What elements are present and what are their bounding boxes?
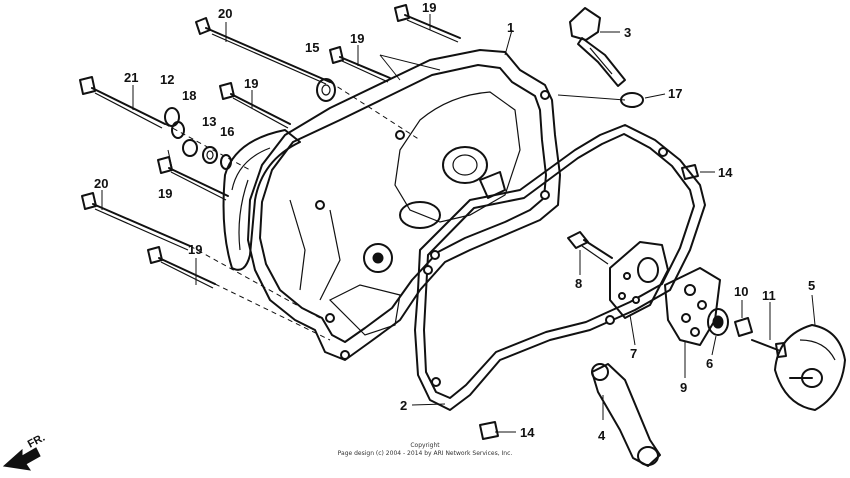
callout-20-lower: 20 (94, 176, 108, 191)
callout-14-lower: 14 (520, 425, 535, 440)
callout-19-left-mid: 19 (244, 76, 258, 91)
oil-seal-15 (316, 78, 336, 102)
crankcase-cover (222, 49, 561, 361)
callout-5: 5 (808, 278, 815, 293)
callout-2: 2 (400, 398, 407, 413)
nut-18 (182, 139, 198, 157)
bearing-6 (707, 308, 729, 336)
dowel-pin-upper (681, 164, 699, 180)
callout-1: 1 (507, 20, 514, 35)
dowel-pin-lower (479, 421, 499, 440)
bolt-21 (79, 76, 166, 129)
callout-19-bottom: 19 (188, 242, 202, 257)
callout-3: 3 (624, 25, 631, 40)
callout-4: 4 (598, 428, 606, 443)
callout-9: 9 (680, 380, 687, 395)
callout-8: 8 (575, 276, 582, 291)
callout-19-left-lower: 19 (158, 186, 172, 201)
callout-6: 6 (706, 356, 713, 371)
callout-19-upper-mid: 19 (350, 31, 364, 46)
washer-12 (164, 107, 185, 139)
plate-9 (664, 267, 721, 346)
copyright-line-1: Copyright (410, 442, 440, 449)
screw-11 (751, 339, 787, 358)
callout-14-upper: 14 (718, 165, 733, 180)
bolt-19-left-lower (157, 156, 229, 201)
front-label: FR. (26, 432, 47, 451)
bolt-20-upper (195, 17, 331, 85)
front-direction-arrow: FR. (2, 432, 47, 471)
callout-20-upper: 20 (218, 6, 232, 21)
callout-21: 21 (124, 70, 138, 85)
callout-15: 15 (305, 40, 319, 55)
cover-gasket (414, 124, 706, 411)
shaft-8 (567, 231, 613, 265)
bolt-19-upper-mid (329, 46, 391, 83)
bolt-20-lower (81, 192, 191, 251)
callout-13: 13 (202, 114, 216, 129)
lifter-plate-7 (609, 241, 669, 319)
washer-13 (202, 146, 218, 164)
bolt-19-left-mid (219, 82, 291, 129)
bolt-19-top (394, 4, 461, 43)
callout-17: 17 (668, 86, 682, 101)
callout-7: 7 (630, 346, 637, 361)
leader-lines (101, 14, 816, 433)
bolt-19-bottom (147, 246, 216, 289)
copyright-line-2: Page design (c) 2004 - 2014 by ARI Netwo… (338, 450, 513, 457)
callout-11: 11 (762, 288, 776, 303)
cover-5 (774, 324, 846, 411)
callout-19-top: 19 (422, 0, 436, 15)
callout-16: 16 (220, 124, 234, 139)
callout-18: 18 (182, 88, 196, 103)
oil-filler-cap (569, 7, 626, 87)
callout-12: 12 (160, 72, 174, 87)
callout-10: 10 (734, 284, 748, 299)
kick-arm-4 (591, 363, 661, 467)
o-ring-16 (220, 154, 232, 170)
collar-10 (734, 317, 753, 337)
